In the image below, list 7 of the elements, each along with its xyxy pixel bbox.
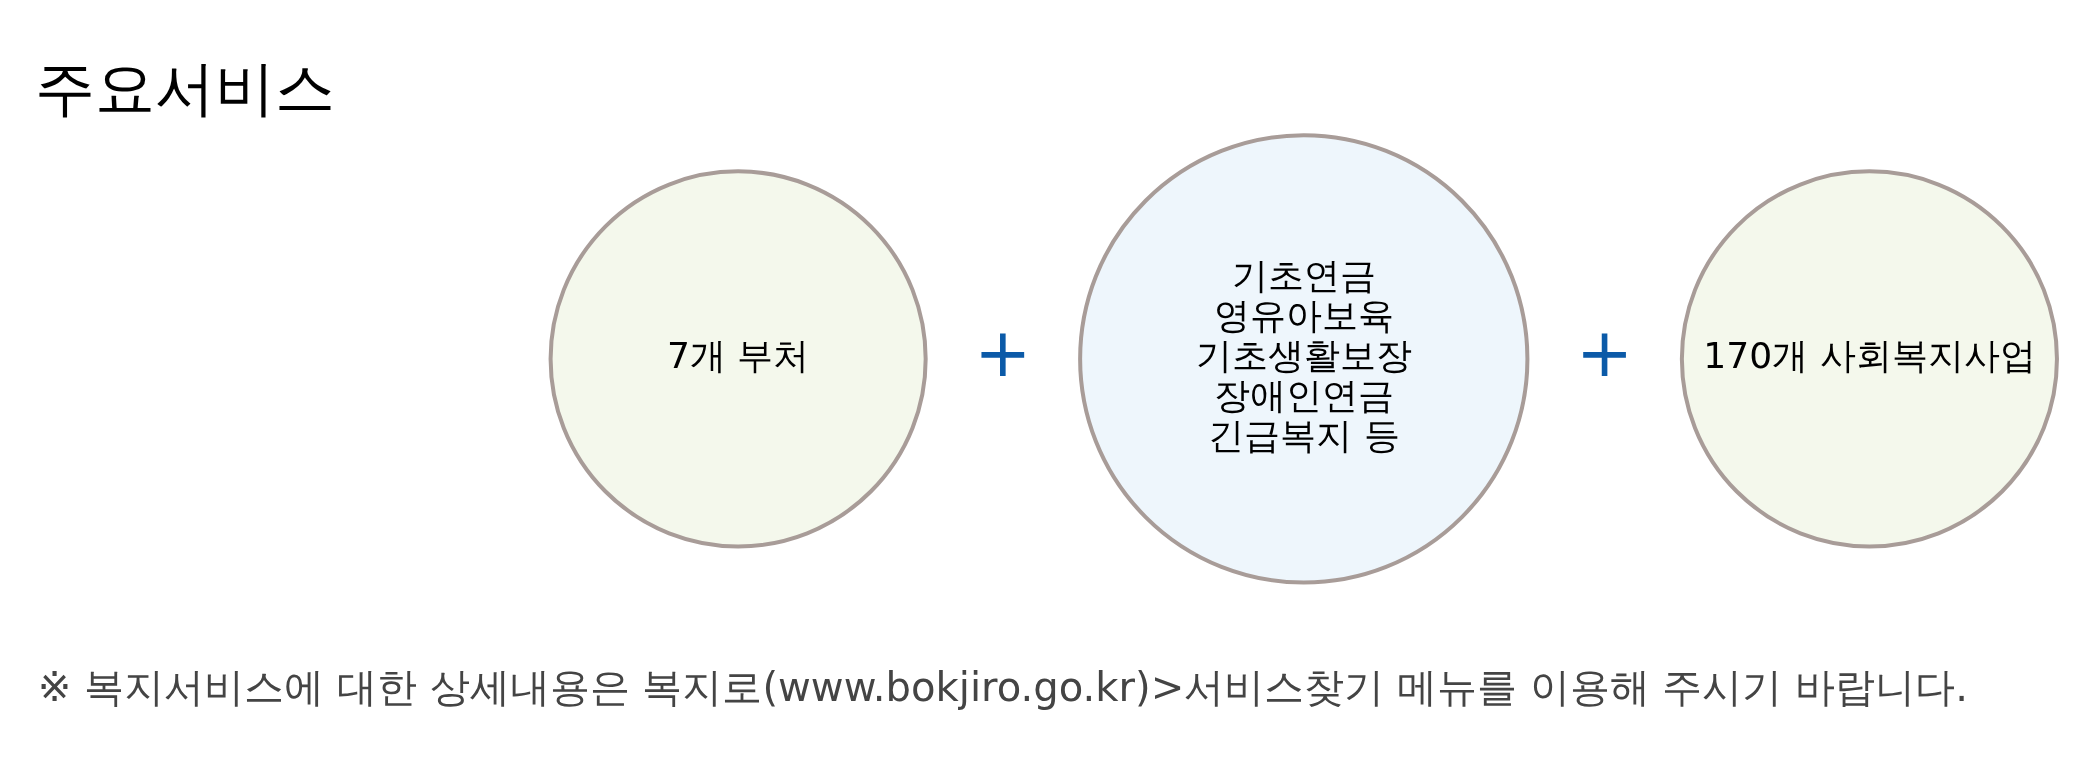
diagram-title: 주요서비스 — [34, 52, 335, 123]
node-circle: 7개 부처 — [548, 168, 928, 548]
node-circle: 기초연금 영유아보육 기초생활보장 장애인연금 긴급복지 등 — [1078, 132, 1530, 585]
label: ※ 복지서비스에 대한 상세내용은 복지로(www.bokjiro.go.kr)>서비스찾기 메뉴를 이용해 주시기 바랍니다. — [37, 663, 1969, 710]
node-circle: 170개 사회복지사업 — [1679, 168, 2059, 548]
label: + — [1576, 312, 1634, 392]
label: + — [974, 312, 1032, 392]
